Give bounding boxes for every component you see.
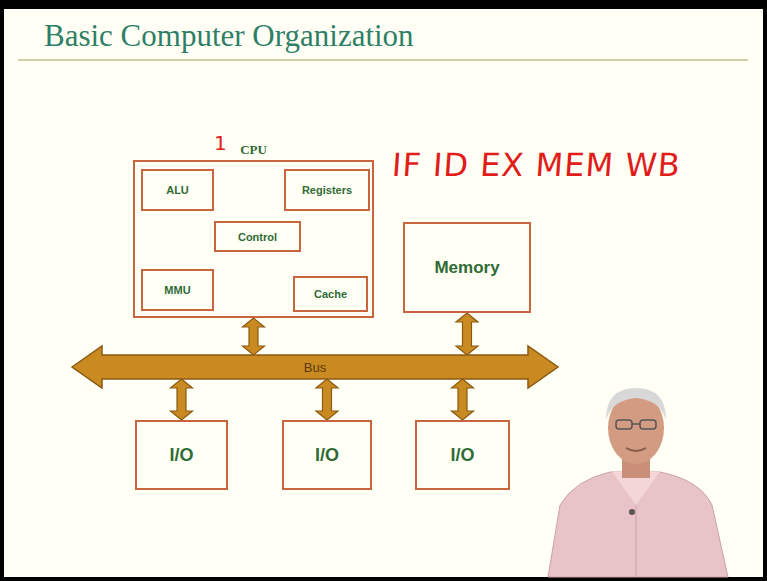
box-label: Registers [302,184,352,196]
bus-arrow [72,346,558,388]
bus-band: Bus [72,355,558,379]
bus-connector [171,379,193,420]
cpu-box: CPUALURegistersControlMMUCache [133,160,374,318]
box-label: I/O [450,445,474,466]
box-label: I/O [315,445,339,466]
control-box: Control [214,221,301,252]
box-label: Cache [314,288,347,300]
bus-connector [456,313,478,355]
io-box: I/O [135,420,228,490]
registers-box: Registers [284,169,370,211]
io-box: I/O [282,420,372,490]
cache-box: Cache [293,276,368,312]
bus-connector [452,379,474,420]
io-box: I/O [415,420,510,490]
memory-box: Memory [403,222,531,313]
box-label: MMU [164,284,190,296]
box-heading: CPU [135,142,372,158]
pipeline-annotation: IF ID EX MEM WB [391,146,682,184]
box-label: ALU [166,184,189,196]
slide-title: Basic Computer Organization [44,18,414,54]
box-label: I/O [169,445,193,466]
alu-box: ALU [141,169,214,211]
bus-connector [243,318,265,355]
title-rule [18,59,748,61]
presenter-figure [548,388,728,577]
mmu-box: MMU [141,269,214,311]
box-label: Memory [434,258,499,278]
bus-connector [316,379,338,420]
box-label: Control [238,231,277,243]
annotation-number: 1 [214,131,227,155]
box-label: Bus [304,360,326,375]
